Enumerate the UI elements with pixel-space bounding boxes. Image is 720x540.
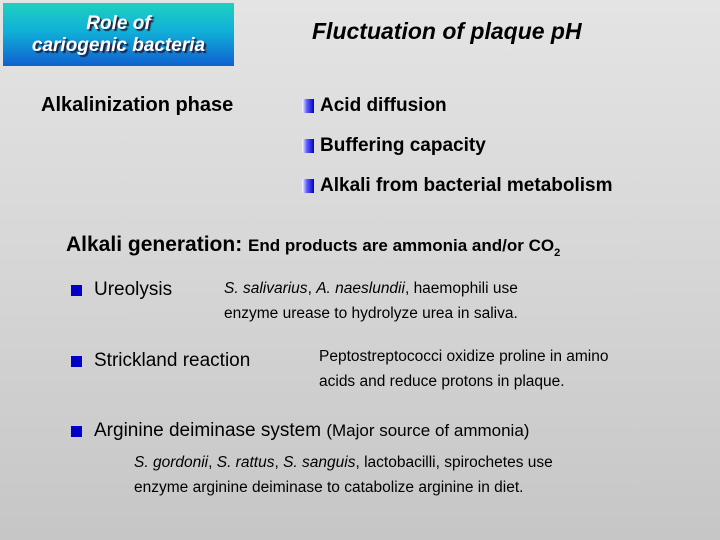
text: enzyme arginine deiminase to catabolize …: [134, 479, 524, 496]
bullet-square-icon: [71, 425, 82, 437]
text: acids and reduce protons in plaque.: [319, 373, 565, 390]
bullet-square-icon: [302, 99, 314, 113]
phase-label: Alkalinization phase: [41, 94, 234, 116]
sep: ,: [274, 454, 284, 471]
arginine-desc: S. gordonii, S. rattus, S. sanguis, lact…: [134, 450, 553, 500]
item-label: Arginine deiminase system: [94, 420, 322, 441]
bullet-square-icon: [71, 284, 82, 296]
species: A. naeslundii: [316, 280, 405, 297]
item-label: Strickland reaction: [94, 350, 251, 371]
item-note: (Major source of ammonia): [326, 421, 530, 440]
item-ureolysis: Ureolysis: [71, 279, 172, 301]
bullet-square-icon: [302, 139, 314, 153]
subscript: 2: [554, 247, 561, 260]
bullet-text: Acid diffusion: [320, 95, 447, 116]
badge-line2: cariogenic bacteria: [31, 34, 206, 56]
heading-sub: End products are ammonia and/or CO: [248, 236, 555, 255]
sep: ,: [208, 454, 217, 471]
bullet-acid-diffusion: Acid diffusion: [302, 95, 447, 117]
item-arginine: Arginine deiminase system (Major source …: [71, 420, 529, 442]
generation-heading: Alkali generation: End products are ammo…: [66, 233, 560, 259]
item-label: Ureolysis: [94, 279, 173, 300]
bullet-buffering: Buffering capacity: [302, 135, 486, 157]
slide-title: Fluctuation of plaque pH: [312, 18, 582, 44]
species: S. rattus: [216, 454, 275, 471]
strickland-desc: Peptostreptococci oxidize proline in ami…: [319, 344, 609, 394]
heading-text: Alkali generation:: [66, 233, 243, 256]
text: , haemophili use: [404, 280, 518, 297]
species: S. gordonii: [134, 454, 209, 471]
badge-line1: Role of: [86, 12, 151, 34]
bullet-text: Buffering capacity: [320, 135, 486, 156]
species: S. salivarius: [224, 280, 308, 297]
item-strickland: Strickland reaction: [71, 350, 250, 372]
species: S. sanguis: [283, 454, 356, 471]
text: enzyme urease to hydrolyze urea in saliv…: [224, 305, 518, 322]
bullet-square-icon: [71, 355, 82, 367]
sep: ,: [307, 280, 317, 297]
text: Peptostreptococci oxidize proline in ami…: [319, 348, 609, 365]
ureolysis-desc: S. salivarius, A. naeslundii, haemophili…: [224, 276, 518, 326]
bullet-alkali: Alkali from bacterial metabolism: [302, 175, 613, 197]
bullet-text: Alkali from bacterial metabolism: [320, 175, 613, 196]
bullet-square-icon: [302, 179, 314, 193]
text: , lactobacilli, spirochetes use: [355, 454, 553, 471]
